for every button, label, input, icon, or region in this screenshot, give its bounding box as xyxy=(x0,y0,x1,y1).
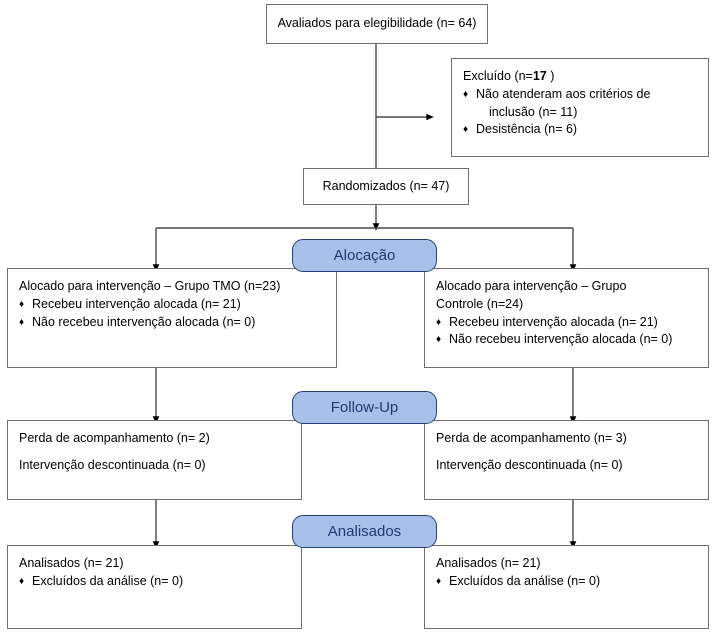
node-allocation-right-heading-line1: Alocado para intervenção – Grupo xyxy=(436,279,627,293)
node-analysis-right: Analisados (n= 21) Excluídos da análise … xyxy=(424,545,709,629)
node-excluded-heading-suffix: ) xyxy=(546,69,555,83)
stage-banner-analysis-label: Analisados xyxy=(327,523,402,540)
node-allocation-right-heading-line2: Controle (n=24) xyxy=(436,296,524,311)
list-item: Recebeu intervenção alocada (n= 21) xyxy=(436,314,697,332)
list-item: Não atenderam aos critérios de xyxy=(463,86,697,104)
list-item: Desistência (n= 6) xyxy=(463,121,697,139)
node-allocation-right: Alocado para intervenção – Grupo Control… xyxy=(424,268,709,368)
node-allocation-left-list: Recebeu intervenção alocada (n= 21) Não … xyxy=(19,296,325,332)
list-item: Recebeu intervenção alocada (n= 21) xyxy=(19,296,325,314)
node-enrollment-label: Avaliados para elegibilidade (n= 64) xyxy=(277,16,477,31)
list-item: Não recebeu intervenção alocada (n= 0) xyxy=(436,331,697,349)
spacer xyxy=(19,448,290,457)
node-allocation-left-heading: Alocado para intervenção – Grupo TMO (n=… xyxy=(19,279,281,293)
node-excluded-heading-count: 17 xyxy=(532,69,547,83)
node-excluded: Excluído (n=17 ) Não atenderam aos crité… xyxy=(451,58,709,157)
node-randomized: Randomizados (n= 47) xyxy=(303,168,469,205)
node-analysis-left: Analisados (n= 21) Excluídos da análise … xyxy=(7,545,302,629)
node-analysis-left-list: Excluídos da análise (n= 0) xyxy=(19,573,290,591)
stage-banner-followup-label: Follow-Up xyxy=(330,399,399,416)
list-item: Excluídos da análise (n= 0) xyxy=(19,573,290,591)
node-excluded-heading-prefix: Excluído (n= xyxy=(463,69,533,83)
node-excluded-heading: Excluído (n=17 ) xyxy=(463,68,697,86)
node-allocation-left: Alocado para intervenção – Grupo TMO (n=… xyxy=(7,268,337,368)
node-followup-right-line1: Perda de acompanhamento (n= 3) xyxy=(436,431,627,445)
node-followup-left-line1: Perda de acompanhamento (n= 2) xyxy=(19,431,210,445)
stage-banner-allocation: Alocação xyxy=(292,239,437,272)
node-followup-left: Perda de acompanhamento (n= 2) Intervenç… xyxy=(7,420,302,500)
node-excluded-list: Não atenderam aos critérios de inclusão … xyxy=(463,86,697,139)
stage-banner-allocation-label: Alocação xyxy=(333,247,396,264)
node-followup-right-line2: Intervenção descontinuada (n= 0) xyxy=(436,457,623,472)
node-randomized-label: Randomizados (n= 47) xyxy=(322,178,450,193)
node-analysis-right-list: Excluídos da análise (n= 0) xyxy=(436,573,697,591)
node-followup-right: Perda de acompanhamento (n= 3) Intervenç… xyxy=(424,420,709,500)
node-enrollment: Avaliados para elegibilidade (n= 64) xyxy=(266,4,488,44)
node-analysis-left-heading: Analisados (n= 21) xyxy=(19,556,124,570)
spacer xyxy=(436,448,697,457)
list-item: inclusão (n= 11) xyxy=(489,104,578,119)
node-followup-left-line2: Intervenção descontinuada (n= 0) xyxy=(19,457,206,472)
stage-banner-followup: Follow-Up xyxy=(292,391,437,424)
list-item: Excluídos da análise (n= 0) xyxy=(436,573,697,591)
node-allocation-right-list: Recebeu intervenção alocada (n= 21) Não … xyxy=(436,314,697,350)
list-item: Não recebeu intervenção alocada (n= 0) xyxy=(19,314,325,332)
node-analysis-right-heading: Analisados (n= 21) xyxy=(436,556,541,570)
stage-banner-analysis: Analisados xyxy=(292,515,437,548)
